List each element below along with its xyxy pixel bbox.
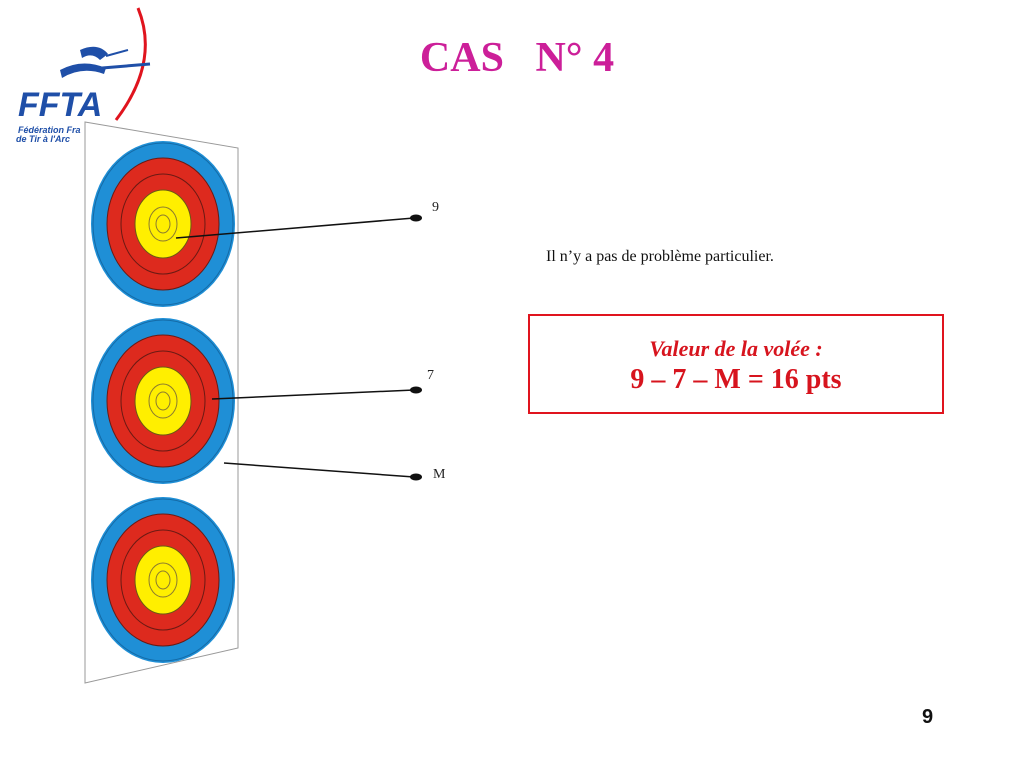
arrow-1	[175, 214, 422, 239]
arrow-score-label-1: 9	[432, 200, 439, 215]
arrow-nock-icon	[410, 473, 422, 481]
volley-heading: Valeur de la volée :	[649, 336, 823, 361]
logo-line-1: Fédération Fra	[18, 125, 81, 135]
arrow-3	[223, 462, 422, 481]
page-title: CAS N° 4	[419, 35, 615, 81]
target-middle	[91, 318, 235, 484]
volley-value-box: Valeur de la volée : 9 – 7 – M = 16 pts	[528, 314, 944, 414]
volley-value: 9 – 7 – M = 16 pts	[630, 364, 842, 395]
arrow-score-label-3: M	[433, 467, 446, 482]
ffta-logo: FFTA Fédération Fra de Tir à l'Arc	[16, 7, 151, 144]
page-number: 9	[922, 706, 934, 728]
arrow-nock-icon	[410, 386, 422, 394]
archer-bow-logo-icon	[60, 7, 151, 121]
logo-mark: FFTA	[18, 86, 102, 124]
target-bottom	[91, 497, 235, 663]
target-top	[91, 141, 235, 307]
case-note: Il n’y a pas de problème particulier.	[546, 248, 774, 265]
arrow-2	[211, 386, 422, 400]
logo-line-2: de Tir à l'Arc	[16, 134, 70, 144]
arrow-nock-icon	[410, 214, 422, 222]
arrow-score-label-2: 7	[427, 368, 434, 383]
